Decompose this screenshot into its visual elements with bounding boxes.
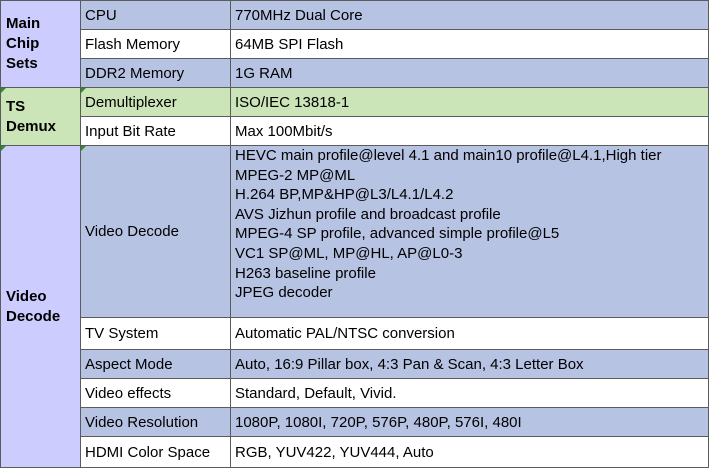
cell-corner-mark <box>81 146 86 151</box>
group-label: Main Chip Sets <box>0 0 81 88</box>
spec-value: Automatic PAL/NTSC conversion <box>230 317 709 350</box>
spec-label: Demultiplexer <box>80 87 231 117</box>
spec-value: 1080P, 1080I, 720P, 576P, 480P, 576I, 48… <box>230 407 709 437</box>
spec-value-line: HEVC main profile@level 4.1 and main10 p… <box>235 147 662 164</box>
spec-row: TS Demux Demultiplexer ISO/IEC 13818-1 <box>0 87 709 146</box>
spec-label: HDMI Color Space <box>80 436 231 468</box>
group-label: TS Demux <box>0 87 81 146</box>
spec-label: CPU <box>80 0 231 30</box>
spec-label: Video Decode <box>80 145 231 318</box>
spec-value-line: JPEG decoder <box>235 284 333 302</box>
spec-value: Standard, Default, Vivid. <box>230 378 709 408</box>
spec-value: 64MB SPI Flash <box>230 29 709 59</box>
spec-value-line: MPEG-2 MP@ML <box>235 166 356 184</box>
spec-value: Max 100Mbit/s <box>230 116 709 146</box>
spec-value-line: VC1 SP@ML, MP@HL, AP@L0-3 <box>235 244 463 262</box>
spec-value-line: AVS Jizhun profile and broadcast profile <box>235 205 501 223</box>
spec-value-line: H.264 BP,MP&HP@L3/L4.1/L4.2 <box>235 186 454 204</box>
cell-corner-mark <box>81 88 86 93</box>
spec-label: DDR2 Memory <box>80 58 231 88</box>
spec-label-text: Video Decode <box>85 223 179 240</box>
spec-label: Input Bit Rate <box>80 116 231 146</box>
spec-label: Video effects <box>80 378 231 408</box>
group-label-text: Video Decode <box>6 287 61 325</box>
group-label-text: TS Demux <box>6 97 57 135</box>
spec-value: 1G RAM <box>230 58 709 88</box>
spec-label: Video Resolution <box>80 407 231 437</box>
spec-value: HEVC main profile@level 4.1 and main10 p… <box>230 145 709 318</box>
group-label: Video Decode <box>0 145 81 468</box>
spec-label-text: Demultiplexer <box>85 93 177 111</box>
cell-corner-mark <box>1 146 6 151</box>
cell-corner-mark <box>1 88 6 93</box>
spec-label: TV System <box>80 317 231 350</box>
spec-value: Auto, 16:9 Pillar box, 4:3 Pan & Scan, 4… <box>230 349 709 379</box>
spec-label: Aspect Mode <box>80 349 231 379</box>
spec-value-line: H263 baseline profile <box>235 264 376 282</box>
group-label-text: Main Chip Sets <box>6 15 41 72</box>
spec-label: Flash Memory <box>80 29 231 59</box>
spec-value: ISO/IEC 13818-1 <box>230 87 709 117</box>
spec-value-line: MPEG-4 SP profile, advanced simple profi… <box>235 225 560 243</box>
spec-value: 770MHz Dual Core <box>230 0 709 30</box>
spec-value: RGB, YUV422, YUV444, Auto <box>230 436 709 468</box>
